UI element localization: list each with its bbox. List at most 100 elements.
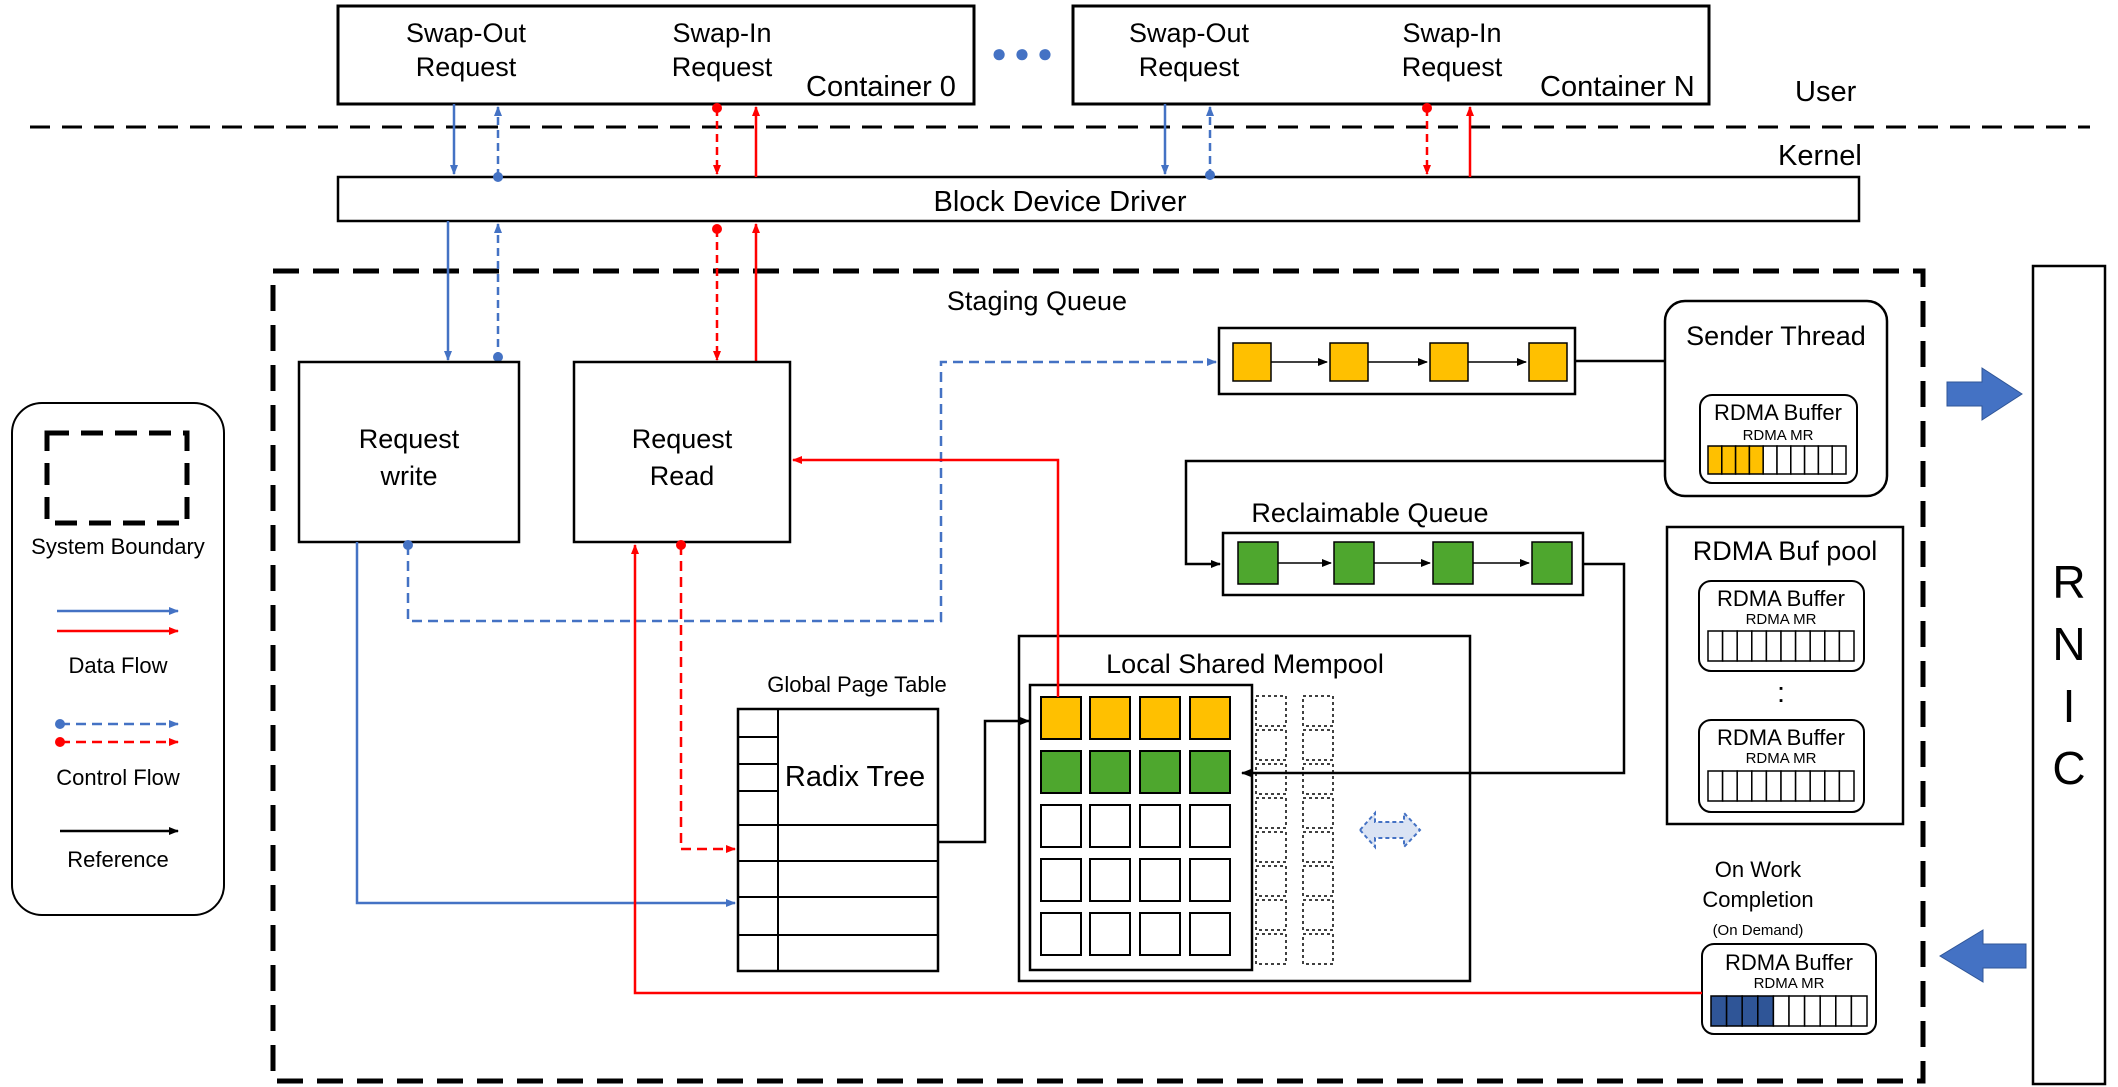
- buffer-slot: [1751, 630, 1768, 662]
- completion-rdma-buffer-label: RDMA Buffer: [1725, 950, 1853, 975]
- block-device-driver: Block Device Driver: [336, 175, 1861, 223]
- buffer-slot: [1838, 630, 1855, 662]
- buffer-slot: [1803, 445, 1820, 475]
- buffer-slot: [1757, 995, 1775, 1027]
- on-work-completion: On Work Completion (On Demand) RDMA Buff…: [1701, 857, 1877, 1035]
- block-device-driver-label: Block Device Driver: [934, 186, 1187, 218]
- pool-dots: :: [1777, 677, 1785, 709]
- mempool-reserve-page: [1255, 729, 1287, 761]
- buffer-slot: [1736, 630, 1753, 662]
- pool-buffer-1-mr: RDMA MR: [1746, 611, 1817, 628]
- pool-buffer-2-mr: RDMA MR: [1746, 750, 1817, 767]
- buffer-slot: [1721, 630, 1738, 662]
- container-0: Swap-Out Request Swap-In Request Contain…: [336, 4, 976, 106]
- container-n-swap-in-line2: Request: [1402, 52, 1503, 82]
- legend-system-boundary-swatch: [44, 430, 190, 526]
- container-0-swap-out-line2: Request: [416, 52, 517, 82]
- buffer-slot: [1838, 770, 1855, 802]
- mempool-page: [1089, 858, 1131, 902]
- sender-thread: Sender Thread RDMA Buffer RDMA MR: [1663, 299, 1889, 498]
- completion-rdma-mr-label: RDMA MR: [1754, 975, 1825, 992]
- buffer-slot: [1831, 445, 1847, 475]
- rdma-buf-pool-label: RDMA Buf pool: [1693, 536, 1878, 566]
- legend-reference-label: Reference: [67, 847, 169, 872]
- mempool-reserve-page: [1255, 797, 1287, 829]
- buffer-slot: [1824, 770, 1841, 802]
- mempool-page: [1139, 696, 1181, 740]
- buffer-slot: [1772, 995, 1790, 1027]
- buffer-slot: [1707, 770, 1724, 802]
- request-write-line1: Request: [359, 424, 460, 454]
- user-label: User: [1795, 76, 1857, 108]
- mempool-page: [1089, 804, 1131, 848]
- legend-control-flow-label: Control Flow: [56, 765, 180, 790]
- buffer-slot: [1762, 445, 1778, 475]
- buffer-slot: [1794, 630, 1811, 662]
- mempool-reserve-page: [1302, 695, 1334, 727]
- swap-flows: [444, 103, 1474, 362]
- mempool-page: [1139, 750, 1181, 794]
- mempool-reserve-page: [1255, 899, 1287, 931]
- container-0-swap-in-line2: Request: [672, 52, 773, 82]
- local-shared-mempool-label: Local Shared Mempool: [1106, 649, 1384, 679]
- buffer-slot: [1776, 445, 1792, 475]
- mempool-reserve-page: [1302, 831, 1334, 863]
- rnic-letter-n: N: [2052, 618, 2085, 670]
- mempool-grid: [1040, 696, 1231, 956]
- buffer-slot: [1707, 630, 1724, 662]
- buffer-slot: [1780, 630, 1797, 662]
- buffer-slot: [1780, 770, 1797, 802]
- mempool-page: [1189, 858, 1231, 902]
- on-demand-label: (On Demand): [1713, 922, 1804, 939]
- buffer-slot: [1736, 770, 1753, 802]
- mempool-reserve-page: [1255, 695, 1287, 727]
- buffer-slot: [1819, 995, 1837, 1027]
- mempool-page: [1089, 912, 1131, 956]
- buffer-slot: [1809, 770, 1826, 802]
- request-write-box: Request write: [297, 360, 521, 544]
- mempool-page: [1189, 804, 1231, 848]
- completion-buffer-slots: [1710, 995, 1868, 1027]
- container-n-swap-in-line1: Swap-In: [1402, 18, 1501, 48]
- mempool-page: [1139, 858, 1181, 902]
- mempool-page: [1040, 804, 1082, 848]
- send-arrow-icon: [1946, 367, 2023, 421]
- buffer-slot: [1809, 630, 1826, 662]
- buffer-slot: [1850, 995, 1868, 1027]
- mempool-reserve-page: [1255, 933, 1287, 965]
- buffer-slot: [1803, 995, 1821, 1027]
- rnic-letter-c: C: [2052, 742, 2085, 794]
- on-work-completion-line1: On Work: [1715, 857, 1802, 882]
- container-0-name: Container 0: [806, 71, 956, 103]
- radix-tree-label: Radix Tree: [785, 761, 925, 793]
- request-read-box: Request Read: [572, 360, 792, 544]
- on-work-completion-line2: Completion: [1702, 887, 1813, 912]
- sender-rdma-buffer-label: RDMA Buffer: [1714, 400, 1842, 425]
- rnic-letter-i: I: [2063, 680, 2076, 732]
- local-shared-mempool: Local Shared Mempool: [1017, 634, 1472, 983]
- mempool-reserve-page: [1255, 763, 1287, 795]
- buffer-slot: [1788, 995, 1806, 1027]
- mempool-reserve-page: [1302, 933, 1334, 965]
- sender-rdma-mr-label: RDMA MR: [1743, 427, 1814, 444]
- mempool-reserve-page: [1255, 865, 1287, 897]
- legend: System Boundary Data Flow Control Flow R…: [11, 402, 225, 916]
- mempool-page: [1139, 804, 1181, 848]
- request-read-line2: Read: [650, 461, 715, 491]
- mempool-page: [1040, 858, 1082, 902]
- mempool-page: [1139, 912, 1181, 956]
- sender-buffer-slots: [1707, 445, 1847, 475]
- mempool-reserve-page: [1302, 899, 1334, 931]
- buffer-slot: [1707, 445, 1723, 475]
- system-boundary: [270, 268, 1926, 1084]
- kernel-label: Kernel: [1778, 140, 1862, 172]
- mempool-reserve-page: [1255, 831, 1287, 863]
- buffer-slot: [1765, 630, 1782, 662]
- container-n-swap-out-line1: Swap-Out: [1129, 18, 1250, 48]
- global-page-table-label: Global Page Table: [767, 672, 946, 697]
- mempool-reserve-page: [1302, 865, 1334, 897]
- reclaimable-queue: Reclaimable Queue: [1221, 498, 1585, 597]
- container-0-swap-out-line1: Swap-Out: [406, 18, 527, 48]
- global-page-table: Global Page Table Radix Tree: [736, 672, 947, 973]
